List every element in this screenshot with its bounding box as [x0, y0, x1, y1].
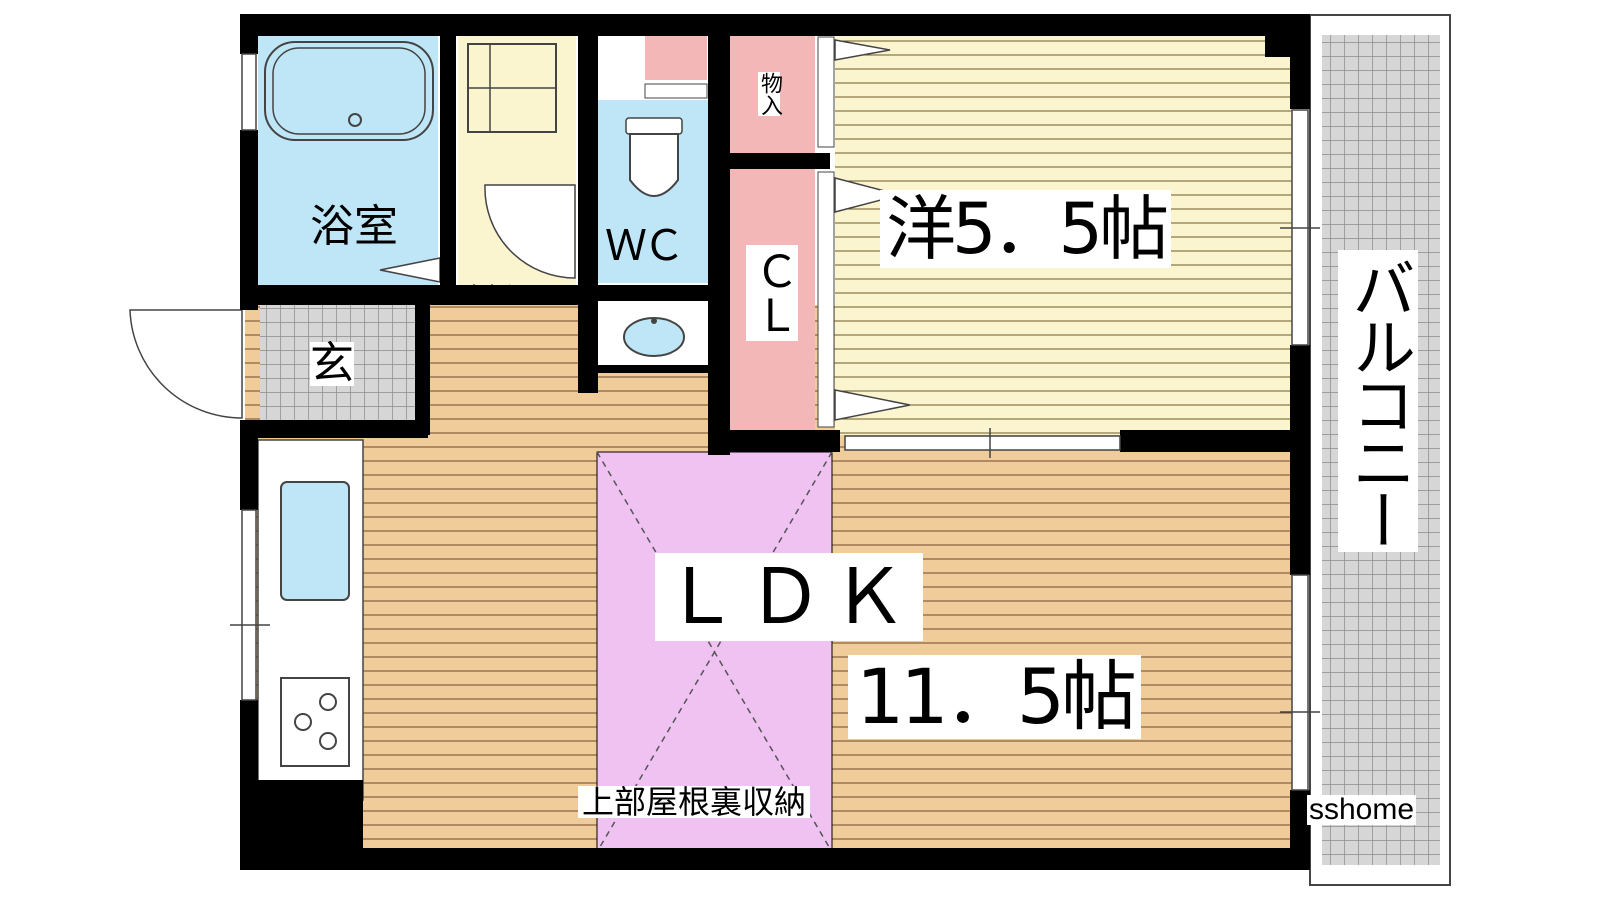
basin-faucet — [651, 318, 657, 324]
entrance-label: 玄 — [310, 338, 354, 389]
balcony-label: バルコニー — [1338, 250, 1418, 552]
burner-icon-1 — [294, 713, 312, 731]
wc-door-swing — [484, 184, 576, 279]
storage-door-icon — [834, 39, 891, 61]
closet-door-strip — [817, 171, 835, 428]
western-room-label: 洋5．5帖 — [880, 190, 1172, 268]
attic-storage-label: 上部屋根裏収納 — [578, 786, 811, 818]
watermark: sshome — [1307, 793, 1417, 826]
bath-drain — [348, 113, 362, 127]
closet-door-icon-1 — [834, 177, 903, 213]
stove — [280, 677, 350, 767]
bathtub-inner — [272, 47, 426, 135]
wc-label: ＷＣ — [605, 221, 685, 270]
burner-icon-3 — [319, 732, 337, 750]
closet-door-icon-2 — [834, 389, 911, 421]
windows — [241, 53, 1309, 791]
entrance-door-swing — [129, 309, 243, 419]
storage-door-strip — [817, 36, 835, 148]
closet-label: ＣＬ — [746, 245, 798, 341]
bath-label: 浴室 — [310, 201, 398, 252]
kitchen-sink — [280, 481, 350, 601]
toilet-tank — [625, 117, 683, 135]
wc-shelf — [645, 35, 707, 80]
ldk-name-label: ＬＤＫ — [655, 553, 923, 641]
wc-shelf-ledge — [644, 83, 708, 99]
attic-diagonal-2 — [596, 451, 833, 853]
toilet-icon — [629, 133, 679, 197]
storage-label: 物入 — [757, 72, 782, 116]
ldk-size-label: 11．5帖 — [848, 655, 1142, 739]
washing-machine-cross — [468, 44, 556, 132]
burner-icon-2 — [319, 693, 337, 711]
walls — [240, 14, 1310, 870]
